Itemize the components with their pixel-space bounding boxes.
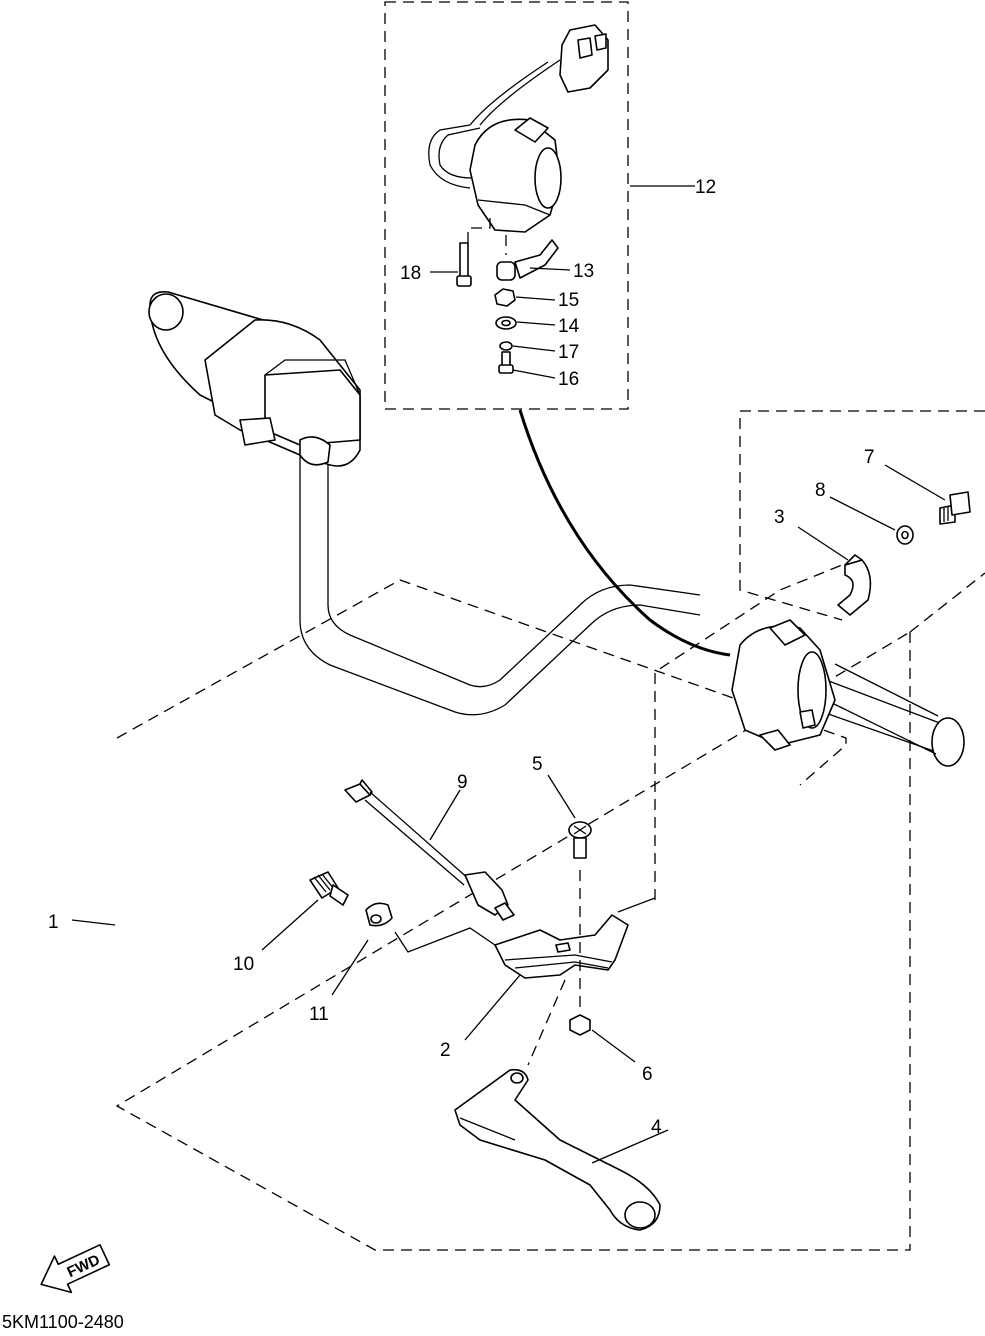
- screw-16: [498, 351, 514, 374]
- lever-4: [454, 1068, 661, 1231]
- washer-14: [495, 316, 517, 330]
- callout-17: 17: [558, 342, 579, 363]
- lever-bracket-box: [739, 410, 985, 621]
- callout-12: 12: [695, 177, 716, 198]
- callout-11: 11: [309, 1004, 329, 1025]
- nut-15: [494, 288, 516, 307]
- bar-end-cap: [931, 717, 965, 767]
- callout-7: 7: [864, 447, 875, 468]
- holder-alignment: [654, 564, 843, 900]
- locknut-11: [365, 902, 393, 927]
- fwd-arrow-icon: [40, 1244, 111, 1294]
- right-switch-housing: [731, 619, 836, 751]
- bolt-5: [568, 821, 592, 859]
- lever-assembly-box: [115, 572, 985, 1251]
- callout-4: 4: [651, 1117, 662, 1138]
- lever-holder-2: [494, 914, 629, 979]
- handlebar: [299, 448, 965, 767]
- holder-link: [617, 897, 656, 913]
- callout-2: 2: [440, 1040, 451, 1061]
- screw-18: [456, 242, 472, 287]
- left-grip: [148, 290, 361, 467]
- callout-14: 14: [558, 316, 580, 337]
- callout-labels: 1 2 3 4 5 6 7 8 9 10 11 12 13 14 15 16 1…: [48, 177, 875, 1138]
- lever-axis-line: [527, 979, 566, 1066]
- group-boxes: [115, 1, 985, 1251]
- callout-9: 9: [457, 772, 468, 793]
- switch-screw-alignment: [467, 212, 491, 243]
- callout-5: 5: [532, 754, 543, 775]
- callout-16: 16: [558, 369, 579, 390]
- switch-assembly-12: [428, 24, 609, 233]
- clamp-3: [837, 554, 872, 616]
- lever-part-13: [496, 239, 559, 281]
- callout-18: 18: [400, 263, 421, 284]
- adjuster-link: [394, 927, 496, 953]
- callout-1: 1: [48, 912, 59, 933]
- callout-15: 15: [558, 290, 579, 311]
- callout-13: 13: [573, 261, 594, 282]
- leader-lines: [71, 185, 946, 1164]
- callout-3: 3: [774, 507, 785, 528]
- bolt-7: [939, 491, 971, 525]
- cable-switch-9: [344, 779, 515, 921]
- callout-10: 10: [233, 954, 254, 975]
- fwd-arrow: FWD: [40, 1244, 111, 1294]
- drawing-code: 5KM1100-2480: [2, 1312, 124, 1331]
- washer-8: [896, 525, 914, 545]
- switch-cable: [518, 409, 731, 657]
- adjuster-10: [309, 871, 349, 906]
- spring-washer-17: [499, 341, 513, 351]
- callout-6: 6: [642, 1064, 653, 1085]
- nut-6: [569, 1014, 591, 1036]
- callout-8: 8: [815, 480, 826, 501]
